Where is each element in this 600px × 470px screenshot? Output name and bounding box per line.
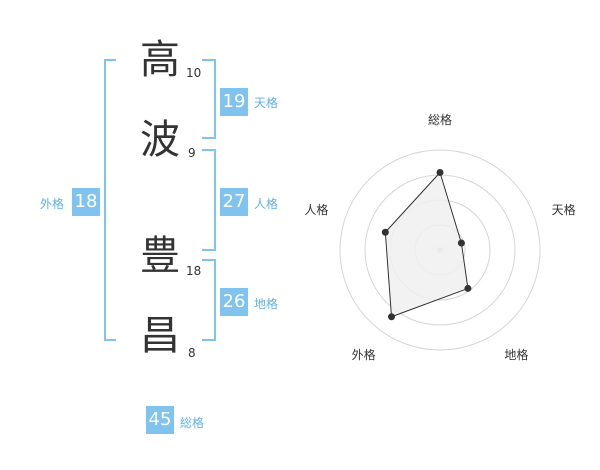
chikaku-label: 地格: [254, 297, 279, 311]
radar-area: [384, 171, 469, 318]
soukaku-value-badge: 45: [146, 406, 174, 434]
tenkaku-bracket: [202, 59, 216, 139]
tenkaku-value-badge: 19: [220, 88, 248, 116]
radar-point-1: [436, 169, 444, 176]
radar-point-5: [381, 228, 389, 236]
name-char-4: 昌: [140, 313, 180, 359]
radar-axis-label-1: 総格: [428, 112, 452, 127]
name-char-3: 豊: [140, 233, 180, 279]
gaikaku-label: 外格: [40, 197, 65, 211]
radar-axis-label-4: 外格: [352, 347, 376, 362]
jinkaku-label: 人格: [254, 197, 279, 211]
radar-axis-label-2: 天格: [552, 202, 576, 217]
chikaku-bracket: [202, 259, 216, 341]
chikaku-value-badge: 26: [220, 288, 248, 316]
radar-axis-label-5: 人格: [304, 202, 328, 217]
radar-axis-label-3: 地格: [504, 347, 528, 362]
gaikaku-value-badge: 18: [72, 188, 100, 216]
name-char-1: 高: [140, 37, 180, 83]
name-char-2: 波: [140, 117, 180, 163]
jinkaku-value-badge: 27: [220, 188, 248, 216]
radar-point-4: [388, 313, 396, 321]
radar-points: [381, 169, 472, 321]
soukaku-label: 総格: [180, 416, 205, 430]
radar-polygon: [384, 171, 469, 318]
stroke-count-3: 18: [186, 264, 202, 278]
stroke-count-2: 9: [188, 146, 196, 160]
tenkaku-label: 天格: [254, 96, 279, 110]
radar-point-3: [464, 284, 472, 292]
gaikaku-bracket: [104, 59, 116, 341]
stroke-count-4: 8: [188, 346, 196, 360]
radar-point-2: [457, 239, 465, 247]
jinkaku-bracket: [202, 149, 216, 251]
stroke-count-1: 10: [186, 66, 202, 80]
radar-ring: [339, 149, 541, 351]
